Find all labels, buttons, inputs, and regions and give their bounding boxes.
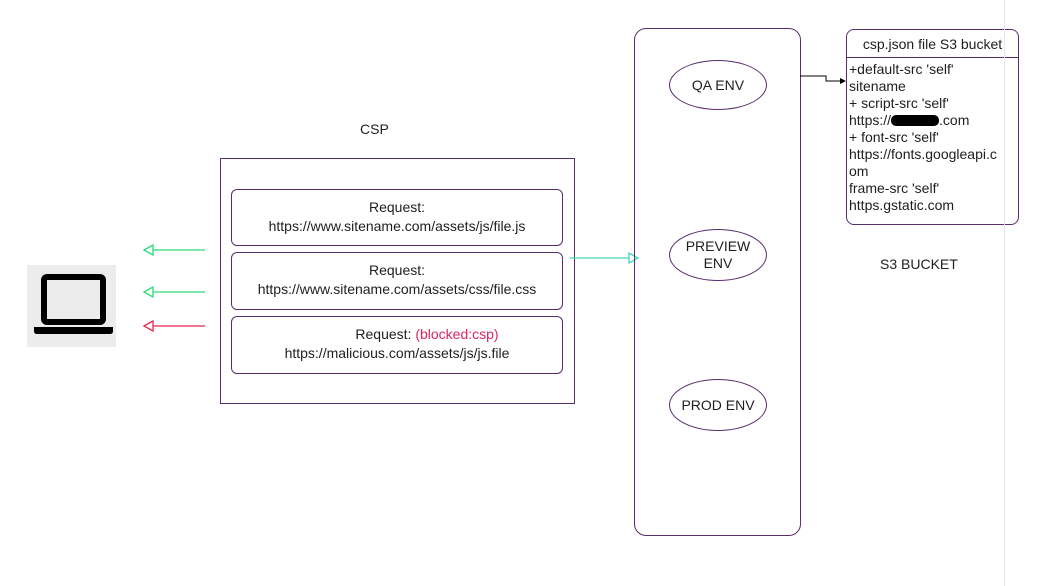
request-card-css: Request: https://www.sitename.com/assets…: [231, 252, 563, 310]
preview-env-label-line1: PREVIEW: [685, 238, 751, 254]
laptop-icon: [34, 274, 113, 334]
request-url: https://www.sitename.com/assets/css/file…: [257, 281, 537, 297]
csp-to-env-arrow: [570, 251, 640, 265]
prod-env-node: PROD ENV: [669, 379, 767, 431]
prod-env-label: PROD ENV: [681, 396, 755, 413]
allowed-arrow-2: [142, 285, 205, 299]
environments-column: QA ENV PREVIEW ENV PROD ENV: [634, 28, 801, 536]
request-label: Request:: [368, 199, 426, 215]
s3-bucket-caption: S3 BUCKET: [880, 256, 958, 272]
csp-container: Request: https://www.sitename.com/assets…: [220, 158, 575, 404]
policy-line-redacted: https://.com: [849, 112, 970, 128]
qa-to-s3-connector: [800, 75, 846, 84]
canvas-divider: [1004, 0, 1005, 586]
blocked-status: (blocked:csp): [415, 326, 499, 342]
policy-line: + font-src 'self': [849, 129, 939, 145]
qa-env-label: QA ENV: [691, 76, 745, 93]
request-url: https://malicious.com/assets/js/js.file: [284, 345, 510, 361]
request-url: https://www.sitename.com/assets/js/file.…: [268, 218, 526, 234]
s3-box-title: csp.json file S3 bucket: [847, 30, 1018, 58]
request-label: Request:: [355, 326, 412, 342]
qa-env-node: QA ENV: [669, 60, 767, 110]
policy-line: frame-src 'self': [849, 180, 940, 196]
redaction-mark: [891, 115, 940, 126]
allowed-arrow-1: [142, 243, 205, 257]
policy-line: sitename: [849, 78, 906, 94]
response-arrows: [142, 243, 205, 333]
preview-env-node: PREVIEW ENV: [669, 229, 767, 281]
policy-line: +default-src 'self': [849, 61, 954, 77]
policy-line: om: [849, 163, 869, 179]
request-card-malicious: Request: (blocked:csp) https://malicious…: [231, 316, 563, 374]
csp-title: CSP: [360, 121, 389, 137]
request-label: Request:: [368, 262, 426, 278]
request-label-row: Request: (blocked:csp): [232, 325, 562, 344]
preview-env-label-line2: ENV: [703, 255, 733, 271]
blocked-arrow: [142, 319, 205, 333]
csp-policy-lines: +default-src 'self' sitename + script-sr…: [847, 58, 1018, 214]
policy-line: https://fonts.googleapi.c: [849, 146, 997, 162]
policy-line: https.gstatic.com: [849, 197, 955, 213]
policy-line: + script-src 'self': [849, 95, 949, 111]
request-card-js: Request: https://www.sitename.com/assets…: [231, 189, 563, 246]
client-device: [27, 265, 116, 347]
s3-csp-json-box: csp.json file S3 bucket +default-src 'se…: [846, 29, 1019, 225]
